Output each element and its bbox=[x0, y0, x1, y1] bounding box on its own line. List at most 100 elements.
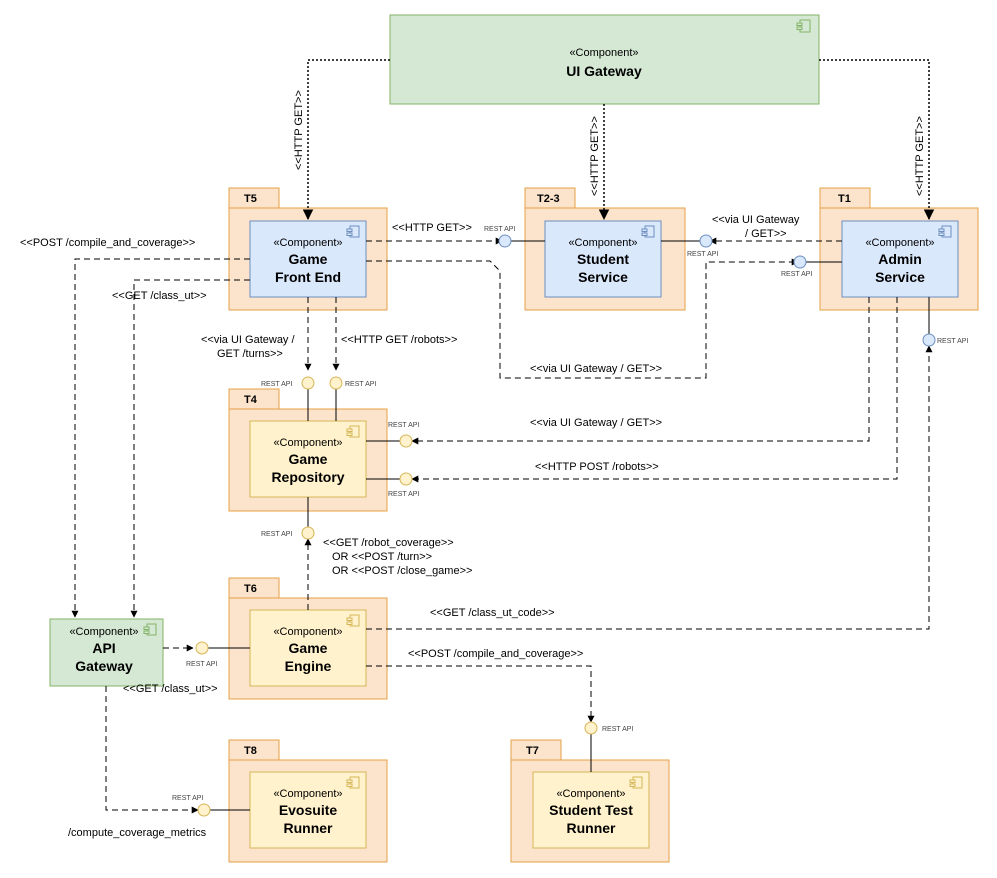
component-game-engine: «Component» Game Engine bbox=[249, 609, 367, 687]
rest-api-test-runner-interface: REST API bbox=[584, 721, 633, 735]
student-test-runner-name-1: Student Test bbox=[549, 802, 633, 818]
api-gateway-name-2: Gateway bbox=[75, 658, 133, 674]
svg-text:REST API: REST API bbox=[261, 381, 292, 388]
connector-ui-gateway-to-front-end bbox=[302, 59, 390, 221]
connector-ui-gateway-to-admin bbox=[819, 59, 935, 221]
label-post-compile-left: <<POST /compile_and_coverage>> bbox=[20, 237, 195, 249]
package-t4-label: T4 bbox=[244, 394, 258, 406]
rest-api-engine-interface: REST API bbox=[186, 641, 217, 668]
connector-admin-to-repo-post bbox=[411, 297, 898, 483]
component-api-gateway: «Component» API Gateway bbox=[49, 618, 164, 687]
connector-front-end-to-api-gateway-get bbox=[130, 279, 250, 618]
game-front-end-stereotype: «Component» bbox=[273, 237, 342, 249]
component-icon bbox=[796, 19, 811, 33]
svg-text:REST API: REST API bbox=[186, 661, 217, 668]
component-game-repository: «Component» Game Repository bbox=[249, 420, 367, 498]
evosuite-runner-name-2: Runner bbox=[284, 820, 334, 836]
student-test-runner-stereotype: «Component» bbox=[556, 788, 625, 800]
svg-text:REST API: REST API bbox=[345, 381, 376, 388]
label-http-get-student: <<HTTP GET>> bbox=[589, 116, 601, 196]
game-engine-stereotype: «Component» bbox=[273, 626, 342, 638]
package-t1-label: T1 bbox=[838, 193, 851, 205]
ui-gateway-stereotype: «Component» bbox=[569, 47, 638, 59]
package-t8-label: T8 bbox=[244, 745, 257, 757]
admin-service-stereotype: «Component» bbox=[865, 237, 934, 249]
svg-text:REST API: REST API bbox=[261, 531, 292, 538]
svg-text:REST API: REST API bbox=[172, 795, 203, 802]
component-icon bbox=[938, 225, 952, 238]
game-engine-name-2: Engine bbox=[285, 658, 332, 674]
component-student-service: «Component» Student Service bbox=[544, 220, 662, 298]
rest-api-evosuite-interface: REST API bbox=[172, 795, 211, 817]
label-engine-repo-2: OR <<POST /turn>> bbox=[332, 551, 432, 563]
connector-admin-to-repo-get bbox=[411, 297, 870, 445]
svg-text:REST API: REST API bbox=[687, 251, 718, 258]
component-evosuite-runner: «Component» Evosuite Runner bbox=[249, 771, 367, 849]
label-http-get-admin: <<HTTP GET>> bbox=[914, 116, 926, 196]
svg-text:REST API: REST API bbox=[937, 338, 968, 345]
student-service-name-2: Service bbox=[578, 269, 628, 285]
connector-front-end-to-api-gateway-post bbox=[71, 258, 250, 618]
rest-api-repo-bottom-interface: REST API bbox=[261, 526, 315, 540]
rest-api-repo-get-interface: REST API bbox=[388, 422, 419, 448]
game-engine-name-1: Game bbox=[289, 640, 328, 656]
api-gateway-stereotype: «Component» bbox=[69, 626, 138, 638]
label-get-class-ut-code: <<GET /class_ut_code>> bbox=[430, 607, 555, 619]
label-get-class-ut: <<GET /class_ut>> bbox=[112, 290, 207, 302]
label-engine-repo-3: OR <<POST /close_game>> bbox=[332, 565, 472, 577]
game-front-end-name-2: Front End bbox=[275, 269, 341, 285]
component-icon bbox=[346, 614, 360, 627]
component-icon bbox=[346, 425, 360, 438]
svg-text:REST API: REST API bbox=[388, 491, 419, 498]
component-student-test-runner: «Component» Student Test Runner bbox=[532, 771, 650, 849]
label-http-get-front-end: <<HTTP GET>> bbox=[293, 90, 305, 170]
svg-text:REST API: REST API bbox=[388, 422, 419, 429]
component-icon bbox=[641, 225, 655, 238]
connector-front-end-to-admin bbox=[366, 258, 799, 379]
component-icon bbox=[629, 776, 643, 789]
svg-text:REST API: REST API bbox=[602, 726, 633, 733]
label-via-gateway-front-to-admin: <<via UI Gateway / GET>> bbox=[530, 363, 662, 375]
label-http-get-student-service: <<HTTP GET>> bbox=[392, 222, 472, 234]
student-test-runner-name-2: Runner bbox=[567, 820, 617, 836]
rest-api-admin-lower-interface: REST API bbox=[922, 333, 968, 347]
label-get-class-ut-engine: <<GET /class_ut>> bbox=[123, 683, 218, 695]
game-repository-stereotype: «Component» bbox=[273, 437, 342, 449]
rest-api-repo-turns-interface: REST API bbox=[261, 376, 315, 390]
package-t5-label: T5 bbox=[244, 193, 257, 205]
package-t7-label: T7 bbox=[526, 745, 539, 757]
rest-api-admin-interface: REST API bbox=[781, 255, 812, 278]
label-http-post-robots: <<HTTP POST /robots>> bbox=[535, 461, 659, 473]
evosuite-runner-name-1: Evosuite bbox=[279, 802, 338, 818]
label-via-gateway-turns-1: <<via UI Gateway / bbox=[201, 334, 295, 346]
component-admin-service: «Component» Admin Service bbox=[841, 220, 959, 298]
label-via-gateway-admin-1: <<via UI Gateway bbox=[712, 214, 800, 226]
label-engine-repo-1: <<GET /robot_coverage>> bbox=[323, 537, 454, 549]
svg-text:REST API: REST API bbox=[781, 271, 812, 278]
admin-service-name-2: Service bbox=[875, 269, 925, 285]
label-via-gateway-admin-repo: <<via UI Gateway / GET>> bbox=[530, 417, 662, 429]
student-service-stereotype: «Component» bbox=[568, 237, 637, 249]
package-t23-label: T2-3 bbox=[537, 193, 560, 205]
game-repository-name-2: Repository bbox=[271, 469, 344, 485]
rest-api-repo-robots-interface: REST API bbox=[329, 376, 376, 390]
evosuite-runner-stereotype: «Component» bbox=[273, 788, 342, 800]
student-service-name-1: Student bbox=[577, 251, 629, 267]
game-repository-name-1: Game bbox=[289, 451, 328, 467]
ui-gateway-name: UI Gateway bbox=[566, 63, 642, 79]
api-gateway-name-1: API bbox=[92, 640, 115, 656]
component-ui-gateway: «Component» UI Gateway bbox=[389, 14, 820, 105]
label-compute-coverage: /compute_coverage_metrics bbox=[68, 827, 207, 839]
package-t6-label: T6 bbox=[244, 583, 257, 595]
svg-text:REST API: REST API bbox=[484, 226, 515, 233]
connector-engine-to-test-runner bbox=[366, 665, 595, 723]
label-post-compile-engine: <<POST /compile_and_coverage>> bbox=[408, 648, 583, 660]
rest-api-repo-post-interface: REST API bbox=[388, 472, 419, 498]
rest-api-student-interface: REST API bbox=[484, 226, 515, 248]
connector-api-gateway-to-evosuite bbox=[105, 686, 199, 814]
component-icon bbox=[346, 776, 360, 789]
admin-service-name-1: Admin bbox=[878, 251, 922, 267]
component-game-front-end: «Component» Game Front End bbox=[249, 220, 367, 298]
game-front-end-name-1: Game bbox=[289, 251, 328, 267]
